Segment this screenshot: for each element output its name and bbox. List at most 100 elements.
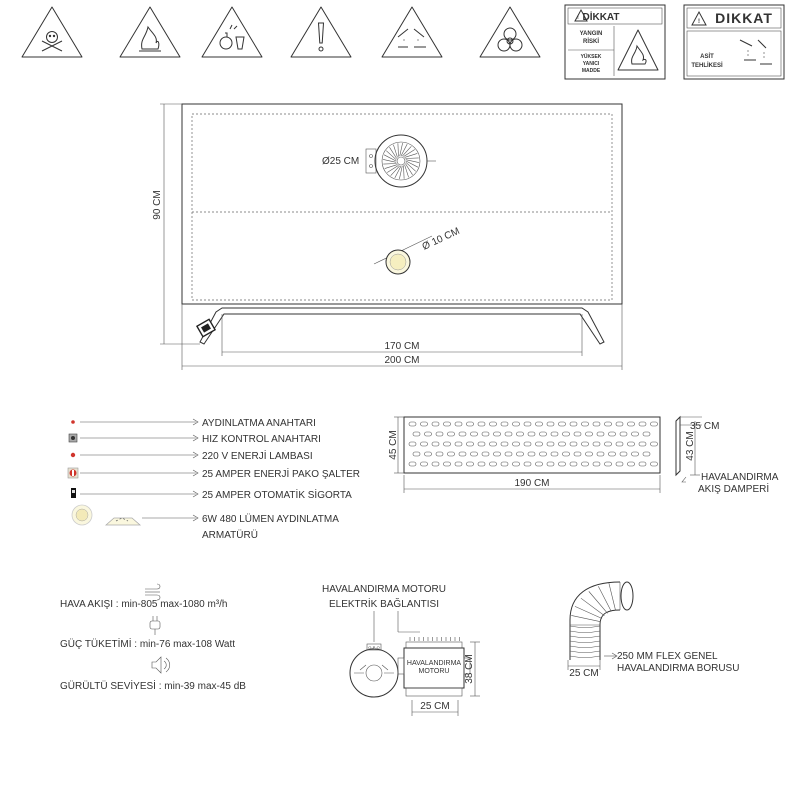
damper-slot (447, 451, 455, 457)
fan-blade (383, 163, 397, 165)
damper-slot (431, 461, 440, 467)
damper-slot (619, 431, 628, 437)
damper-slot (493, 451, 501, 457)
hose-width-label: 25 CM (569, 668, 598, 679)
damper-slot (477, 421, 486, 427)
damper-slot (512, 421, 520, 427)
damper-slot (585, 431, 593, 437)
damper-slot (412, 451, 421, 457)
fan-blade (399, 143, 403, 157)
damper-slot (443, 421, 451, 427)
fire-sign-line2: RİSKİ (583, 38, 599, 45)
damper-slot (504, 451, 513, 457)
explosive-chemicals-icon (201, 6, 263, 58)
damper-side-height-label: 43 CM (685, 431, 696, 460)
fan-blade (383, 154, 397, 162)
damper-slot (454, 441, 463, 447)
damper-slot (642, 451, 651, 457)
svg-text:!: ! (698, 19, 700, 25)
hose-rib (574, 606, 603, 619)
damper-slot (546, 461, 555, 467)
flex-hose: 250 MM FLEX GENEL HAVALANDIRMA BORUSU 25… (567, 581, 739, 679)
damper-slot (454, 461, 463, 467)
motor-side-view: HAVALANDIRMA MOTORU 38 CM 25 CM (397, 637, 480, 716)
ventilation-motor: HAVALANDIRMA MOTORU ELEKTRİK BAĞLANTISI … (322, 584, 480, 716)
acid-sign-title: DIKKAT (715, 10, 773, 26)
damper-slot (420, 441, 428, 447)
motor-title-line1: HAVALANDIRMA MOTORU (322, 584, 446, 595)
damper-slot (489, 461, 497, 467)
damper-slot (527, 431, 536, 437)
damper-slot (604, 441, 612, 447)
damper-slot (604, 461, 612, 467)
luminaire-icon (71, 504, 142, 526)
fan-blade (403, 165, 405, 179)
damper-slot (619, 451, 628, 457)
spec-power: GÜÇ TÜKETİMİ : min-76 max-108 Watt (60, 637, 235, 650)
fire-risk-sign: ! DİKKAT YANGIN RİSKİ YÜKSEK YANICI MADD… (564, 4, 666, 80)
damper-slot (550, 431, 559, 437)
pako-switch-icon (67, 467, 79, 479)
fire-sign-line3: YÜKSEK (581, 53, 602, 60)
damper-slot (642, 431, 651, 437)
flammable-icon (617, 29, 659, 71)
fan-blade (387, 165, 399, 173)
damper-slot (512, 461, 520, 467)
motor-width-label: 25 CM (420, 701, 449, 712)
spec-airflow: HAVA AKIŞI : min-805 max-1080 m³/h (60, 599, 227, 610)
fan-blade (405, 157, 419, 159)
damper-slot (435, 431, 444, 437)
svg-text:!: ! (577, 15, 579, 21)
exclamation-icon (290, 6, 352, 58)
damper-slot (527, 451, 536, 457)
damper-slot (615, 461, 624, 467)
damper-slot (638, 421, 647, 427)
damper-slot (466, 461, 474, 467)
hose-rib (598, 586, 612, 612)
damper-slot (604, 421, 612, 427)
fan-blade (399, 165, 403, 179)
hose-rib (580, 597, 605, 616)
damper-slot (523, 441, 532, 447)
legend-item: 6W 480 LÜMEN AYDINLATMA ARMATÜRÜ (71, 504, 339, 541)
motor-height-label: 38 CM (464, 654, 475, 683)
fan-blade (403, 149, 415, 157)
damper-slot (615, 441, 624, 447)
damper-slot (608, 451, 616, 457)
damper-slot (535, 441, 543, 447)
damper-width-label: 190 CM (514, 478, 549, 489)
fan-blade (405, 160, 419, 168)
hose-rib (569, 655, 601, 658)
exhaust-fan: Ø25 CM (322, 134, 436, 188)
energy-lamp-icon (70, 452, 76, 458)
damper-slot (470, 431, 478, 437)
damper-slot (458, 431, 467, 437)
legend-label: 25 AMPER ENERJİ PAKO ŞALTER (202, 467, 360, 480)
fan-specifications: HAVA AKIŞI : min-805 max-1080 m³/h GÜÇ T… (60, 583, 246, 692)
motor-title-line2: ELEKTRİK BAĞLANTISI (329, 597, 439, 610)
legend-item: 25 AMPER OTOMATİK SİGORTA (71, 488, 352, 501)
damper-slot (470, 451, 478, 457)
hose-rib (569, 635, 601, 638)
fan-blade (397, 143, 399, 157)
corrosive-icon (381, 6, 443, 58)
cabinet-inner-width-label: 170 CM (384, 341, 419, 352)
damper-slot (596, 431, 605, 437)
fuse-icon (71, 488, 76, 498)
legend-item: 220 V ENERJİ LAMBASI (70, 449, 313, 462)
fan-blade (394, 165, 402, 179)
fan-blade (405, 162, 416, 172)
damper-slot (412, 431, 421, 437)
damper-slot (627, 441, 635, 447)
fan-blade (393, 144, 398, 158)
damper-slot (466, 421, 474, 427)
damper-slot (558, 461, 566, 467)
damper-slot (592, 441, 601, 447)
motor-body-line2: MOTORU (419, 668, 450, 675)
cabinet-inner-width-dimension: 170 CM (221, 314, 583, 356)
fan-blade (404, 153, 418, 158)
fan-blade (405, 163, 413, 175)
light-diameter-label: Ø 10 CM (421, 226, 462, 253)
damper-slot (562, 451, 570, 457)
